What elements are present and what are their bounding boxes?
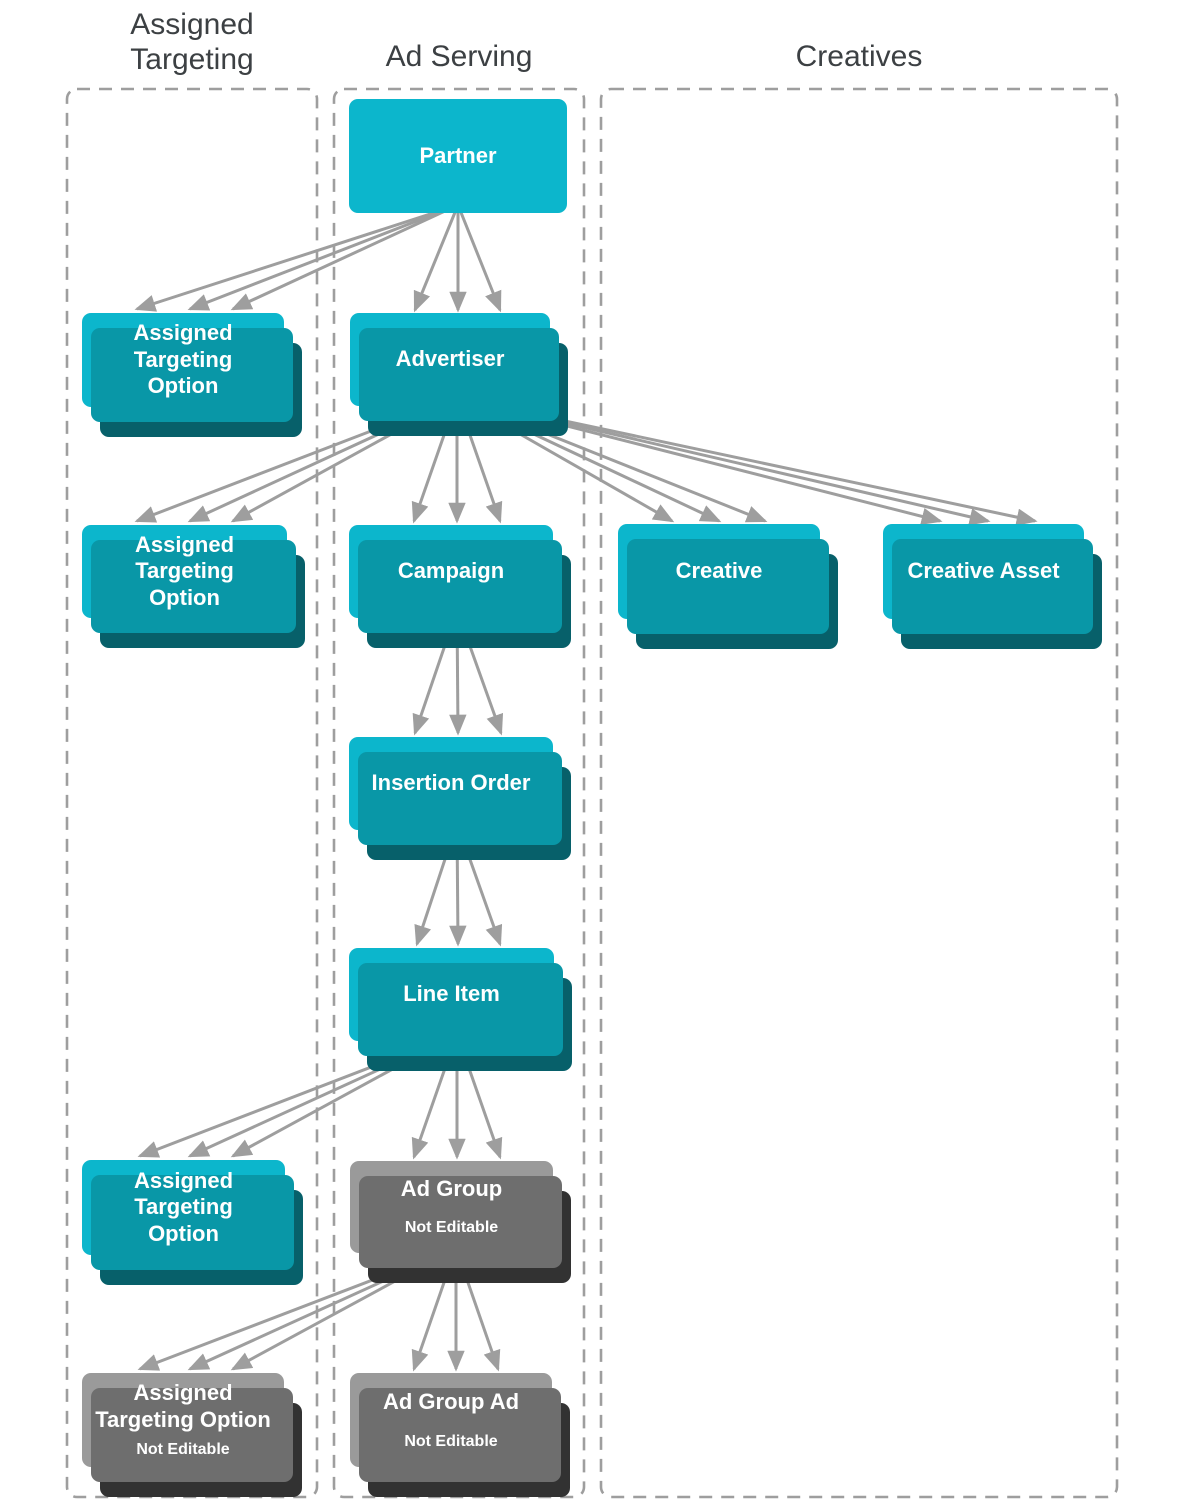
column-frame-assigned-targeting xyxy=(65,87,319,1499)
node-assigned-targeting-option-advertiser-label: Assigned Targeting Option xyxy=(134,531,235,610)
node-line-item: Line Item xyxy=(349,948,554,1041)
node-creative-asset: Creative Asset xyxy=(883,524,1084,619)
node-ad-group-note: Not Editable xyxy=(404,1219,499,1237)
node-line-item-label: Line Item xyxy=(403,981,500,1007)
column-frame-creatives xyxy=(599,87,1119,1499)
node-ad-group-ad-label: Ad Group Ad xyxy=(382,1389,520,1415)
node-creative: Creative xyxy=(618,524,820,619)
node-campaign-label: Campaign xyxy=(397,558,505,584)
node-partner: Partner xyxy=(349,99,567,213)
edge-partner-to-advertiser-arrow xyxy=(413,204,460,313)
node-assigned-targeting-option-partner-label: Assigned Targeting Option xyxy=(133,320,233,399)
node-advertiser-label: Advertiser xyxy=(395,346,505,372)
node-ad-group-ad: Ad Group Ad Not Editable xyxy=(350,1373,552,1467)
node-assigned-targeting-option-line-item-label: Assigned Targeting Option xyxy=(133,1167,234,1246)
node-ad-group-ad-note: Not Editable xyxy=(404,1432,498,1450)
node-ad-group-label: Ad Group xyxy=(400,1176,503,1202)
edge-partner-to-advertiser xyxy=(413,204,502,313)
edge-partner-to-assigned-targeting-option-arrow xyxy=(134,203,459,312)
node-assigned-targeting-option-partner: Assigned Targeting Option xyxy=(82,313,284,407)
edge-partner-to-assigned-targeting-option xyxy=(134,203,459,312)
edge-partner-to-assigned-targeting-option-arrow xyxy=(187,203,459,311)
node-creative-asset-label: Creative Asset xyxy=(907,558,1060,584)
node-partner-label: Partner xyxy=(419,142,497,168)
node-creative-label: Creative xyxy=(675,558,763,584)
edge-partner-to-advertiser-arrow xyxy=(456,204,502,313)
column-header-ad-serving-label: Ad Serving xyxy=(385,40,533,73)
column-header-creatives-label: Creatives xyxy=(795,40,923,73)
column-header-creatives: Creatives xyxy=(600,40,1118,75)
node-assigned-targeting-option-line-item: Assigned Targeting Option xyxy=(82,1160,285,1255)
node-assigned-targeting-option-ad-group-label: Assigned Targeting Option xyxy=(95,1380,271,1432)
node-assigned-targeting-option-ad-group: Assigned Targeting Option Not Editable xyxy=(82,1373,284,1467)
edge-partner-to-assigned-targeting-option-arrow xyxy=(230,203,459,311)
node-insertion-order: Insertion Order xyxy=(349,737,553,830)
column-header-assigned-targeting: Assigned Targeting xyxy=(66,8,318,77)
column-header-ad-serving: Ad Serving xyxy=(333,40,585,75)
column-header-assigned-targeting-label: Assigned Targeting xyxy=(130,8,254,76)
node-ad-group: Ad Group Not Editable xyxy=(350,1161,553,1253)
node-assigned-targeting-option-ad-group-note: Not Editable xyxy=(136,1441,230,1459)
node-insertion-order-label: Insertion Order xyxy=(371,770,531,796)
node-campaign: Campaign xyxy=(349,525,553,618)
node-advertiser: Advertiser xyxy=(350,313,550,406)
node-assigned-targeting-option-advertiser: Assigned Targeting Option xyxy=(82,525,287,618)
